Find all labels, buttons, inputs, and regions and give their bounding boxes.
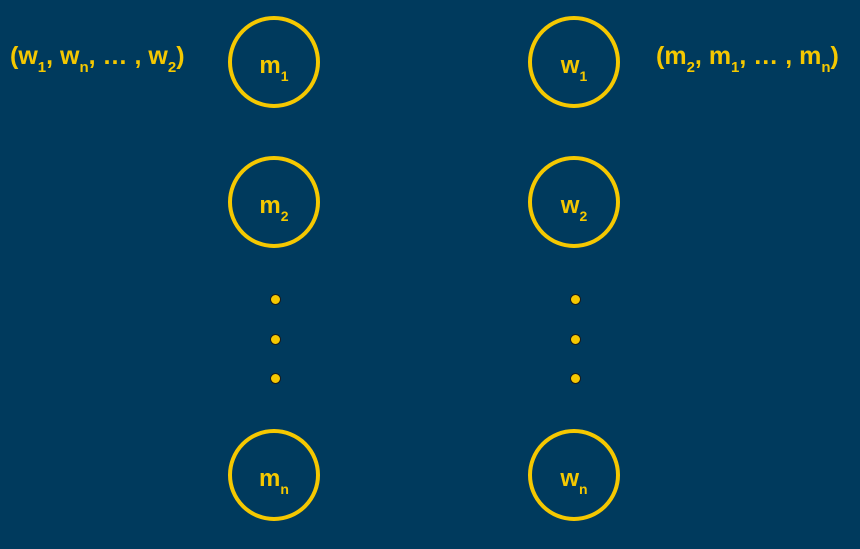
ellipsis-dot bbox=[270, 334, 281, 345]
node-m1: m1 bbox=[228, 16, 320, 108]
ellipsis-dot bbox=[570, 294, 581, 305]
ellipsis-dot bbox=[270, 294, 281, 305]
node-wn: wn bbox=[528, 429, 620, 521]
m1-preference-list: (w1, wn, … , w2) bbox=[10, 42, 185, 76]
w1-preference-list: (m2, m1, … , mn) bbox=[656, 42, 839, 76]
ellipsis-dot bbox=[270, 373, 281, 384]
ellipsis-dot bbox=[570, 373, 581, 384]
node-m2: m2 bbox=[228, 156, 320, 248]
ellipsis-dot bbox=[570, 334, 581, 345]
node-w2: w2 bbox=[528, 156, 620, 248]
node-mn: mn bbox=[228, 429, 320, 521]
node-w1: w1 bbox=[528, 16, 620, 108]
